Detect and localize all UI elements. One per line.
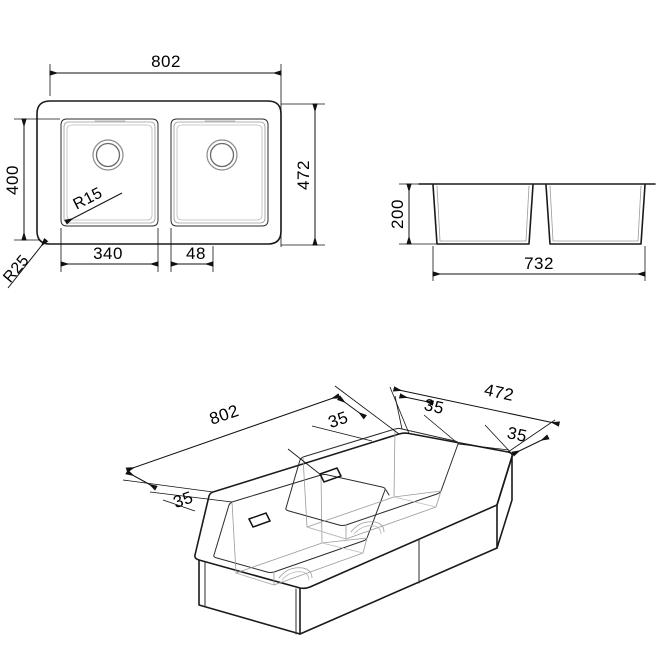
iso-left-overflow-slot bbox=[247, 512, 272, 528]
dimension-472-top-label: 472 bbox=[294, 160, 313, 190]
dimension-35-back-left-label: 35 bbox=[326, 408, 351, 432]
top-view-right-bowl bbox=[170, 118, 269, 227]
iso-left-bowl-drain bbox=[278, 567, 313, 579]
iso-rim-outer bbox=[194, 432, 513, 590]
front-view-group: 200 732 bbox=[388, 183, 656, 281]
dimension-472-iso-label: 472 bbox=[483, 380, 516, 405]
dimension-35-back-right-label: 35 bbox=[422, 395, 445, 418]
dimension-400: 400 bbox=[3, 118, 60, 241]
iso-divider-band bbox=[385, 489, 390, 496]
dimension-r25-label: R25 bbox=[0, 252, 32, 286]
iso-right-bowl-body bbox=[418, 455, 513, 584]
dimension-732-label: 732 bbox=[524, 254, 554, 273]
dimension-48-label: 48 bbox=[186, 244, 206, 263]
dimension-48: 48 bbox=[170, 228, 214, 272]
dimension-340-label: 340 bbox=[93, 244, 123, 263]
dimension-35-front-right-label: 35 bbox=[505, 423, 528, 446]
right-bowl-drain-outer bbox=[206, 139, 238, 171]
dimension-802-top: 802 bbox=[49, 52, 282, 247]
iso-view-group: 802 35 35 472 35 bbox=[122, 380, 561, 635]
dimension-r25: R25 bbox=[0, 237, 49, 289]
left-bowl-drain-outer bbox=[92, 139, 124, 171]
left-bowl-drain-inner bbox=[95, 142, 121, 168]
iso-right-bowl-interior bbox=[302, 428, 442, 540]
dimension-472-iso: 472 bbox=[389, 380, 561, 453]
dimension-732: 732 bbox=[432, 246, 646, 281]
dimension-200: 200 bbox=[388, 183, 437, 245]
top-view-group: 802 400 472 340 48 bbox=[0, 52, 325, 289]
top-view-left-bowl bbox=[60, 118, 159, 227]
iso-left-bowl-rim bbox=[213, 474, 386, 573]
dimension-35-front-right: 35 bbox=[457, 423, 550, 457]
top-view-body-outline bbox=[36, 100, 282, 245]
dimension-r15-label: R15 bbox=[71, 185, 106, 214]
dimension-400-label: 400 bbox=[3, 165, 22, 195]
dimension-35-front-left-label: 35 bbox=[171, 488, 196, 512]
dimension-472-top: 472 bbox=[281, 103, 325, 246]
dimension-802-top-label: 802 bbox=[151, 52, 181, 71]
front-view-right-bowl bbox=[545, 184, 646, 245]
dimension-35-front-left: 35 bbox=[125, 469, 233, 512]
dimension-r15: R15 bbox=[64, 185, 123, 225]
dimension-200-label: 200 bbox=[388, 199, 407, 229]
dimension-340: 340 bbox=[60, 228, 159, 272]
dimension-802-iso: 802 bbox=[122, 385, 400, 493]
right-bowl-drain-inner bbox=[209, 142, 235, 168]
iso-left-bowl-interior bbox=[231, 474, 368, 586]
dimension-802-iso-label: 802 bbox=[207, 401, 241, 429]
dimension-35-back-right: 35 bbox=[394, 393, 456, 442]
iso-right-bowl-drain bbox=[350, 521, 385, 533]
front-view-left-bowl bbox=[432, 184, 534, 245]
